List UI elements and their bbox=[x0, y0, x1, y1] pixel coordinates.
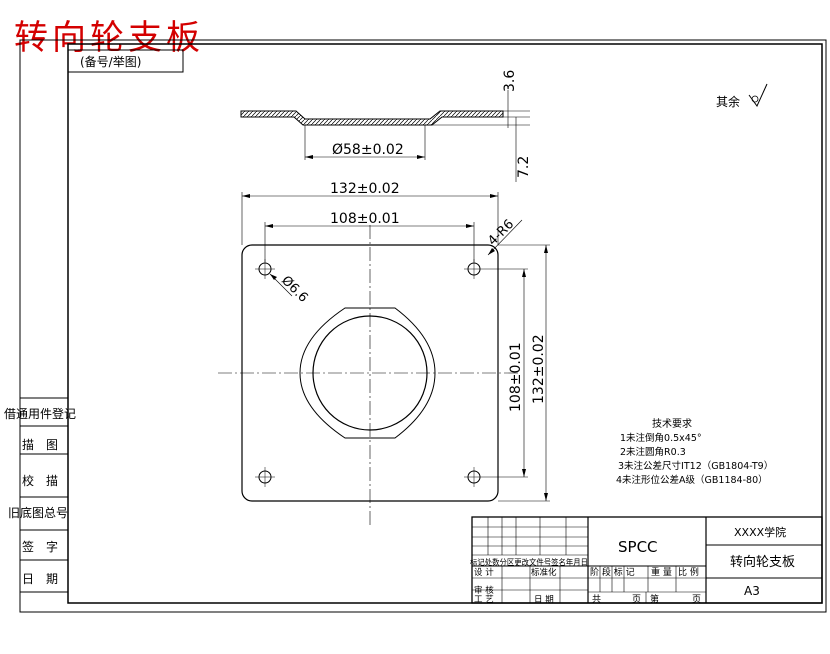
dim-offset: 7.2 bbox=[516, 156, 532, 178]
tb-design: 设 计 bbox=[474, 567, 494, 578]
tech-item: 4未注形位公差A级（GB1184-80） bbox=[616, 474, 768, 486]
tb-material: SPCC bbox=[618, 538, 658, 556]
plate-top-view bbox=[218, 225, 520, 525]
side-register: 借通用件登记 bbox=[4, 406, 76, 421]
side-panel bbox=[20, 397, 68, 593]
stamp-text: (备号/举图) bbox=[80, 55, 141, 69]
tb-school: XXXX学院 bbox=[734, 525, 786, 539]
side-trace: 描 图 bbox=[22, 438, 58, 452]
document-title: 转向轮支板 bbox=[14, 18, 204, 58]
tech-requirements: 技术要求 1未注倒角0.5x45° 2未注圆角R0.3 3未注公差尺寸IT12（… bbox=[616, 417, 773, 486]
stamp-box: (备号/举图) bbox=[67, 49, 184, 73]
tb-total: 共 bbox=[592, 594, 601, 605]
tb-sheet-size: A3 bbox=[744, 584, 760, 598]
tech-item: 3未注公差尺寸IT12（GB1804-T9） bbox=[618, 460, 773, 472]
dim-outer-width: 132±0.02 bbox=[330, 181, 400, 197]
tech-item: 2未注圆角R0.3 bbox=[620, 446, 686, 458]
tb-stage: 阶 段 标 记 bbox=[590, 566, 635, 578]
side-old-no: 旧底图总号 bbox=[8, 505, 68, 520]
side-proof: 校 描 bbox=[22, 473, 58, 488]
mount-hole-bl bbox=[255, 467, 275, 487]
title-block bbox=[471, 516, 823, 604]
tb-standardize: 标准化 bbox=[531, 567, 557, 578]
dim-center-dia: Ø58±0.02 bbox=[332, 142, 404, 158]
dim-outer-height: 132±0.02 bbox=[531, 334, 547, 404]
plate-dim-lines bbox=[241, 192, 550, 502]
inner-border bbox=[67, 43, 823, 604]
tech-heading: 技术要求 bbox=[652, 417, 692, 430]
side-view bbox=[240, 90, 530, 182]
tb-rev-header: 标记处数分区更改文件号签名年月日 bbox=[470, 557, 588, 567]
outer-border bbox=[19, 39, 827, 613]
tb-page: 页 bbox=[632, 594, 641, 605]
tb-page2: 页 bbox=[692, 594, 701, 605]
tb-sheet: 第 bbox=[650, 593, 659, 605]
dim-thickness: 3.6 bbox=[502, 70, 518, 92]
tb-part-name: 转向轮支板 bbox=[730, 554, 795, 570]
tb-scale: 比 例 bbox=[678, 566, 699, 578]
dim-hole-dia: Ø6.6 bbox=[278, 273, 310, 305]
dim-hole-spacing-y: 108±0.01 bbox=[508, 342, 524, 412]
mount-hole-br bbox=[464, 467, 484, 487]
mount-hole-tr bbox=[464, 259, 484, 279]
dim-corner-radius: 4-R6 bbox=[485, 217, 517, 249]
tech-item: 1未注倒角0.5x45° bbox=[620, 432, 702, 444]
side-date: 日 期 bbox=[22, 572, 58, 586]
tb-date: 日 期 bbox=[534, 595, 554, 605]
side-sign: 签 字 bbox=[22, 539, 58, 554]
roughness-note: 其余 bbox=[716, 83, 768, 109]
tb-weight: 重 量 bbox=[651, 566, 672, 578]
tb-review: 审 核 bbox=[474, 585, 494, 596]
mount-hole-tl bbox=[255, 259, 275, 279]
roughness-text: 其余 bbox=[716, 94, 740, 109]
dim-hole-spacing-x: 108±0.01 bbox=[330, 211, 400, 227]
tb-process: 工 艺 bbox=[474, 595, 494, 605]
